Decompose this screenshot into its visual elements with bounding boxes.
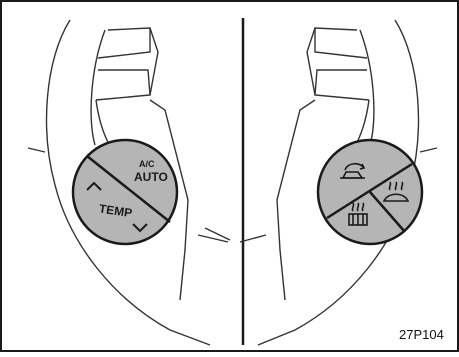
figure-code: 27P104 <box>399 327 459 347</box>
auto-button-label[interactable]: AUTO <box>134 170 168 184</box>
left-climate-switch[interactable]: A/C AUTO TEMP <box>73 140 177 244</box>
right-climate-switch[interactable] <box>318 140 422 244</box>
ac-label: A/C <box>139 159 155 169</box>
left-switch-body[interactable] <box>73 140 177 244</box>
